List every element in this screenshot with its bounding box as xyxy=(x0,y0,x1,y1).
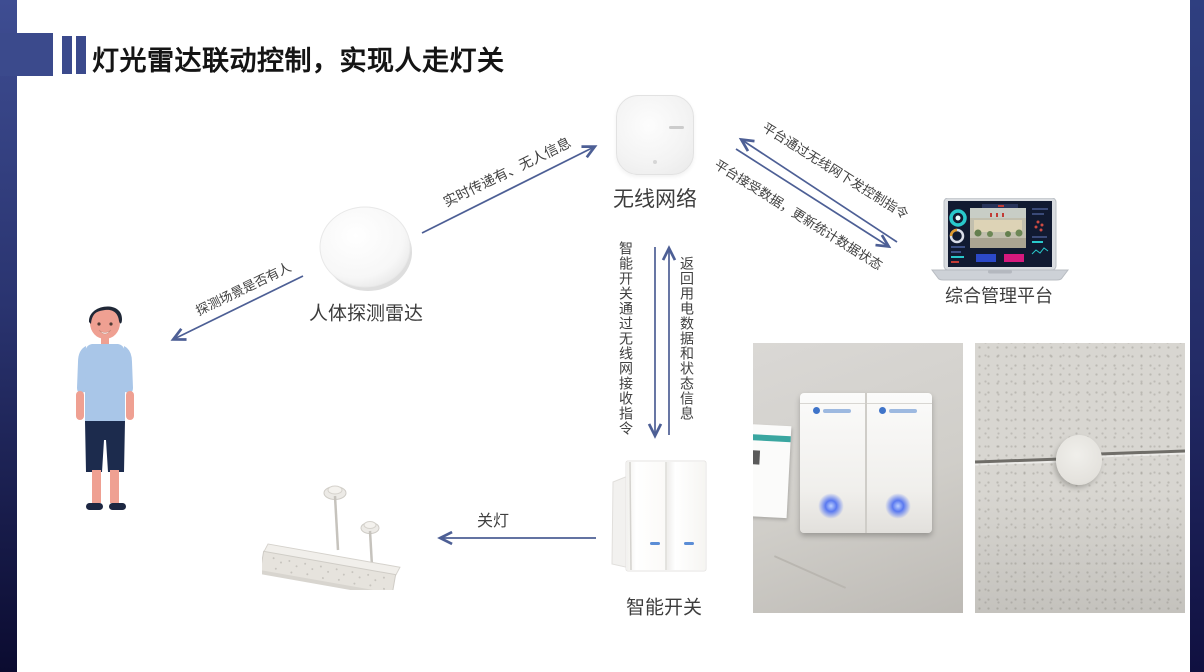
arrow-platform-to-wireless xyxy=(738,137,898,243)
platform-laptop xyxy=(931,198,1069,281)
flow-label-switch-receive: 智能开关通过无线网接收指令 xyxy=(618,241,634,436)
brand-logo xyxy=(879,407,919,414)
radar-device xyxy=(319,206,412,291)
brand-logo xyxy=(813,407,853,414)
right-edge-strip xyxy=(1190,0,1204,672)
ceiling-seam xyxy=(975,457,1062,464)
person-illustration xyxy=(76,306,134,510)
radar-label: 人体探测雷达 xyxy=(308,303,424,325)
flow-label-switch-return: 返回用电数据和状态信息 xyxy=(679,256,695,421)
switch-panel-photo xyxy=(800,393,932,533)
person-hair xyxy=(88,306,122,324)
smart-switch-label: 智能开关 xyxy=(625,597,703,619)
person-shorts xyxy=(85,421,125,472)
ceiling-seam xyxy=(1098,449,1185,456)
ceiling-radar-disc xyxy=(1056,435,1102,485)
wall-sign xyxy=(753,423,792,519)
smart-switch-illustration xyxy=(611,460,707,572)
arrow-radar-to-wireless xyxy=(421,145,598,234)
title-accent-bar xyxy=(62,36,72,74)
ap-led-dot xyxy=(653,160,657,164)
platform-label: 综合管理平台 xyxy=(945,286,1053,306)
photo-ceiling-radar xyxy=(975,343,1185,613)
wireless-ap-device xyxy=(616,95,694,175)
page-title: 灯光雷达联动控制，实现人走灯关 xyxy=(92,46,505,76)
wireless-label: 无线网络 xyxy=(613,188,697,211)
ap-indicator-slot xyxy=(669,126,684,129)
panel-divider xyxy=(865,393,867,533)
arrow-wireless-to-platform xyxy=(735,148,892,249)
wall-sign-glyph xyxy=(753,450,761,465)
flow-label-light-off: 关灯 xyxy=(476,513,510,530)
person-head xyxy=(90,307,120,339)
left-edge-strip xyxy=(0,0,17,672)
switch-led-indicator xyxy=(885,493,911,519)
switch-led-indicator xyxy=(818,493,844,519)
person-shirt xyxy=(85,344,125,421)
photo-switch-installed xyxy=(753,343,963,613)
wall-sign-stripe xyxy=(753,433,791,443)
arrow-radar-to-person xyxy=(170,275,304,341)
title-accent-bar xyxy=(76,36,86,74)
ceiling-light-illustration xyxy=(262,485,401,590)
cable-line xyxy=(773,555,847,589)
dashboard-photo xyxy=(970,208,1026,248)
title-accent-tab xyxy=(0,33,53,76)
